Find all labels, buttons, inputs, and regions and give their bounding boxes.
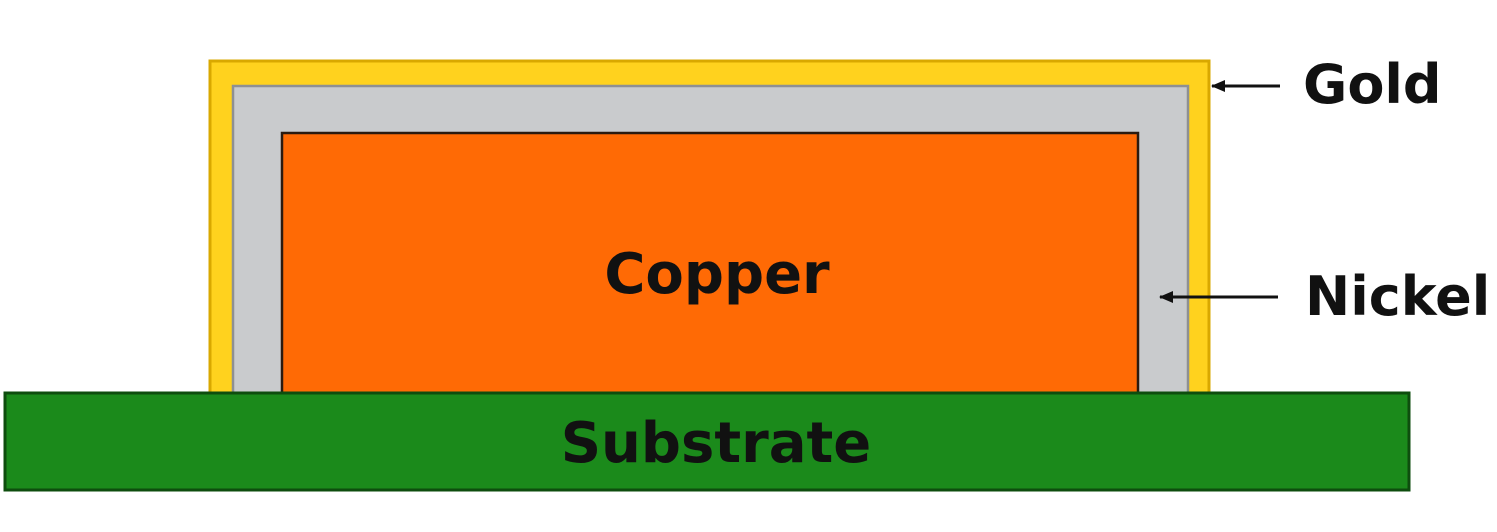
substrate-layer bbox=[3, 391, 1411, 492]
copper-label: Copper bbox=[604, 242, 830, 307]
gold-label: Gold bbox=[1303, 53, 1442, 116]
substrate-label: Substrate bbox=[561, 411, 872, 476]
copper-layer bbox=[280, 131, 1140, 398]
nickel-label: Nickel bbox=[1305, 265, 1490, 328]
